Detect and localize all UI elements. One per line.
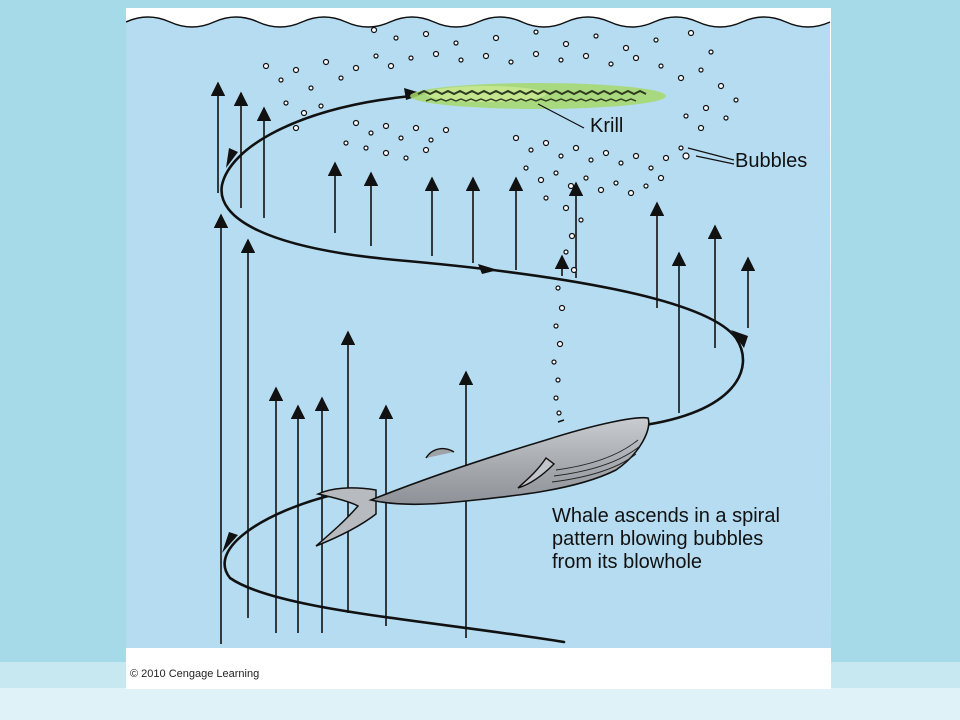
copyright-notice: © 2010 Cengage Learning	[130, 668, 260, 680]
upward-arrows	[210, 81, 756, 644]
whale-tail	[315, 487, 377, 547]
caption-line-2: pattern blowing bubbles	[552, 528, 764, 550]
caption-line-3: from its blowhole	[552, 551, 703, 573]
krill-label: Krill	[590, 115, 624, 137]
water-body	[126, 17, 831, 648]
whale-body	[368, 416, 650, 506]
bubble-net-diagram	[126, 16, 831, 648]
whale-pectoral-fin	[517, 456, 556, 489]
bubbles	[262, 26, 739, 416]
slide-bottom-band-light	[0, 688, 960, 720]
spiral-path	[220, 94, 745, 644]
spiral-direction-arrows	[222, 88, 748, 553]
whale-blowhole	[557, 419, 565, 423]
caption-line-1: Whale ascends in a spiral	[552, 505, 780, 527]
bubbles-label: Bubbles	[735, 150, 808, 172]
figure-panel: Krill Bubbles Whale ascends in a spiral …	[126, 8, 831, 689]
whale-dorsal-fin	[425, 447, 455, 459]
water-surface-line	[126, 16, 831, 28]
krill-patch	[410, 83, 666, 109]
whale	[315, 416, 650, 547]
diagram-caption: Whale ascends in a spiral pattern blowin…	[552, 505, 822, 574]
leader-lines	[537, 103, 735, 165]
whale-throat-grooves	[551, 439, 641, 483]
